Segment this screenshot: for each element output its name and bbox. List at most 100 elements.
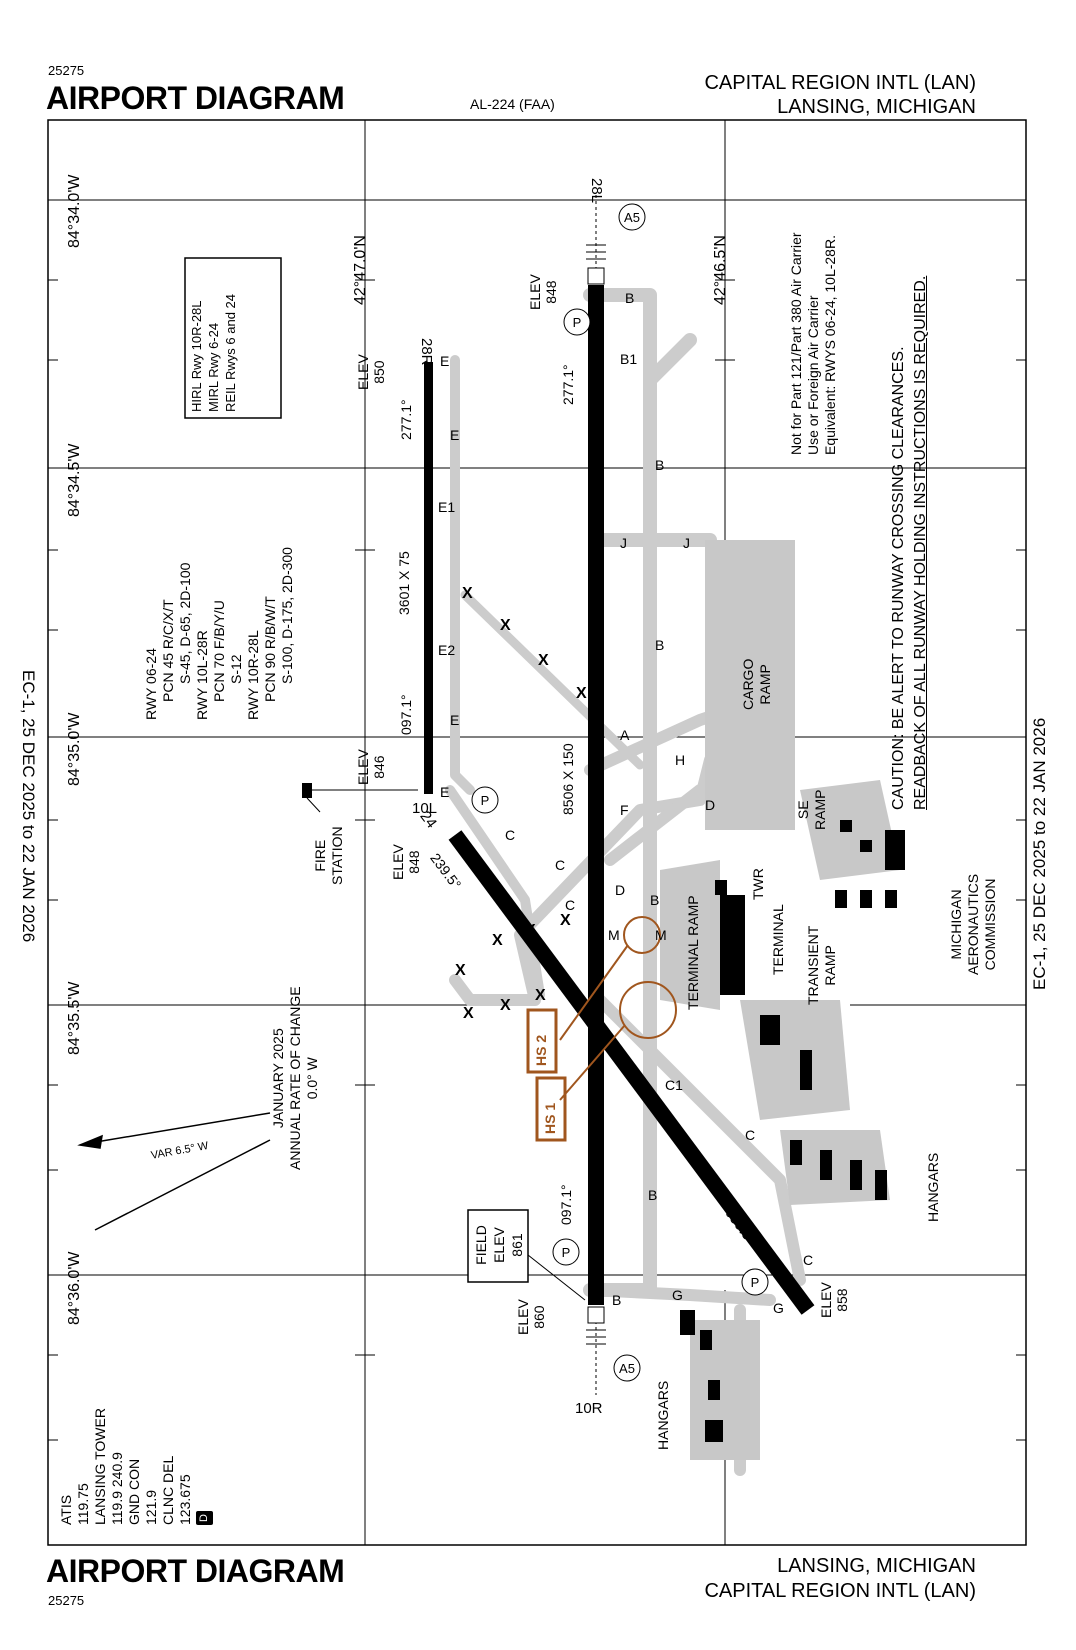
fire-station-marker [306, 789, 418, 813]
pcn-block: RWY 06-24 PCN 45 R/C/X/T S-45, D-65, 2D-… [143, 547, 296, 720]
mac-line-3: COMMISSION [982, 878, 998, 971]
field-elev-label2: ELEV [491, 1227, 507, 1263]
field-elev-label1: FIELD [473, 1225, 489, 1265]
rwy-10l-heading: 097.1° [398, 694, 414, 735]
se-label: SE [795, 800, 811, 820]
comms-block: ATIS 119.75 LANSING TOWER 119.9 240.9 GN… [58, 1305, 213, 1525]
rwy-10r-end: 10R [575, 1400, 603, 1417]
atis-label: ATIS [58, 1494, 74, 1525]
d-badge: D [196, 1511, 213, 1525]
field-elev-value: 861 [509, 1233, 525, 1257]
atis-freq: 119.75 [75, 1483, 91, 1525]
taxiway-c-link [445, 785, 545, 1000]
svg-text:A5: A5 [624, 210, 640, 225]
note-line-1: Not for Part 121/Part 380 Air Carrier [788, 232, 804, 455]
terminal-ramp-label: TERMINAL RAMP [685, 895, 701, 1010]
elev-value: 850 [371, 360, 387, 384]
svg-text:X: X [463, 1005, 474, 1022]
approach-lights [586, 195, 606, 1395]
runway-10r-28l [588, 285, 604, 1305]
svg-text:B: B [612, 1292, 621, 1308]
clnc-label: CLNC DEL [160, 1455, 176, 1525]
station-label: STATION [329, 826, 345, 885]
caution-line-2: READBACK OF ALL RUNWAY HOLDING INSTRUCTI… [912, 275, 929, 810]
magvar-arrow [77, 1112, 271, 1231]
svg-text:X: X [500, 617, 511, 634]
svg-text:A: A [620, 727, 630, 743]
gnd-label: GND CON [126, 1458, 142, 1525]
fire-station-label: FIRE STATION [312, 826, 346, 885]
svg-text:B: B [655, 637, 664, 653]
lat-47-0-label: 42°47.0'N [352, 235, 369, 305]
mac-building [860, 890, 872, 908]
south-hangar [700, 1330, 712, 1350]
mac-building [885, 830, 905, 870]
magvar-note: JANUARY 2025 ANNUAL RATE OF CHANGE 0.0° … [270, 986, 321, 1170]
svg-text:F: F [620, 802, 629, 818]
east-hangar [850, 1160, 862, 1190]
svg-text:J: J [683, 535, 690, 551]
pcn-line: RWY 06-24 [143, 648, 159, 720]
elev-value: 848 [543, 280, 559, 304]
footer-chart-number: 25275 [48, 1593, 85, 1608]
lighting-box [184, 257, 282, 419]
rwy-10l-28r-dims: 3601 X 75 [396, 551, 412, 615]
rwy-28r-elev: ELEV 850 [355, 354, 387, 390]
transient-label: TRANSIENT [805, 925, 821, 1005]
svg-text:C1: C1 [665, 1077, 683, 1093]
pcn-line: S-12 [228, 654, 244, 684]
se-ramp-label: SE RAMP [795, 790, 829, 830]
lon-35-0-label: 84°35.0'W [66, 712, 83, 787]
svg-text:P: P [573, 315, 582, 330]
hangars-east-label: HANGARS [925, 1152, 941, 1222]
elev-label: ELEV [818, 1282, 834, 1318]
tower-freq: 119.9 240.9 [109, 1452, 125, 1525]
clnc-freq: 123.675 [177, 1474, 193, 1525]
svg-text:X: X [462, 585, 473, 602]
tower-building [715, 880, 727, 895]
rwy-24-elev: ELEV 848 [390, 844, 422, 880]
svg-text:C: C [565, 897, 575, 913]
svg-text:M: M [655, 927, 667, 943]
terminal-ramp [660, 860, 720, 1010]
rwy-28r-heading: 277.1° [398, 399, 414, 440]
lighting-line-2: MIRL Rwy 6-24 [206, 322, 221, 412]
fire-label: FIRE [312, 839, 328, 872]
svg-text:D: D [705, 797, 715, 813]
svg-text:C: C [745, 1127, 755, 1143]
se-ramp-building [840, 820, 852, 832]
magvar-roc-value: 0.0° W [304, 1057, 320, 1100]
svg-text:C: C [505, 827, 515, 843]
elev-value: 858 [834, 1288, 850, 1312]
airport-name: CAPITAL REGION INTL (LAN) [704, 72, 976, 94]
east-hangar [790, 1140, 802, 1165]
transient-building [760, 1015, 780, 1045]
hot-spot-1-box [535, 1076, 567, 1142]
pcn-line: PCN 70 F/B/Y/U [211, 600, 227, 702]
svg-text:M: M [608, 927, 620, 943]
circle-marker-labels: A5 P P P P A5 [481, 210, 760, 1376]
note-line-2: Use or Foreign Air Carrier [805, 295, 821, 456]
pcn-line: RWY 10R-28L [245, 630, 261, 720]
magvar-roc-label: ANNUAL RATE OF CHANGE [287, 986, 303, 1170]
svg-text:X: X [538, 652, 549, 669]
caution-note: CAUTION: BE ALERT TO RUNWAY CROSSING CLE… [888, 276, 932, 810]
svg-text:P: P [751, 1275, 760, 1290]
rwy-10r-elev: ELEV 860 [515, 1299, 547, 1335]
elev-value: 860 [531, 1305, 547, 1329]
mac-line-1: MICHIGAN [948, 889, 964, 960]
elev-label: ELEV [390, 844, 406, 880]
svg-text:E: E [450, 712, 459, 728]
taxiway-b1 [643, 333, 697, 387]
mac-label: MICHIGAN AERONAUTICS COMMISSION [948, 874, 999, 975]
transient-ramp [740, 1000, 850, 1120]
mac-line-2: AERONAUTICS [965, 873, 981, 975]
terminal-label: TERMINAL [770, 904, 786, 975]
svg-text:X: X [492, 932, 503, 949]
taxiway-closed-diagonal [460, 590, 645, 770]
terminal-building [720, 895, 745, 995]
taxiway-g [584, 1284, 776, 1306]
ramp-label: RAMP [757, 664, 773, 705]
lighting-line-3: REIL Rwys 6 and 24 [223, 293, 238, 412]
